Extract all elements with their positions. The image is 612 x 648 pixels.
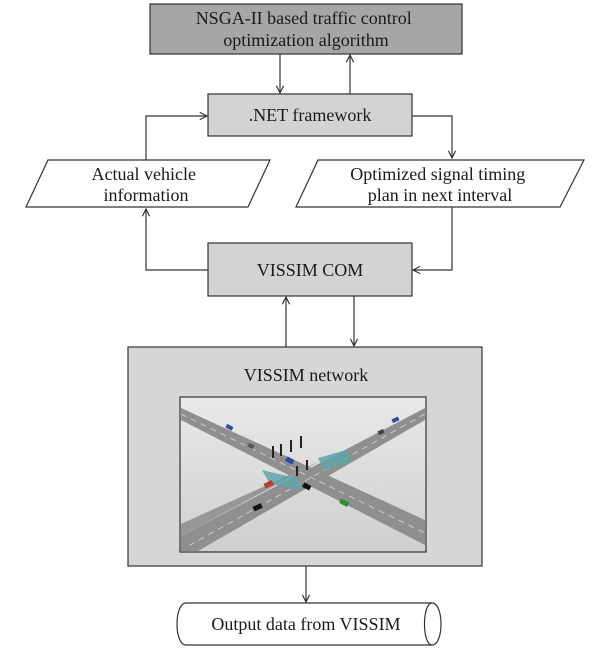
svg-text:Output data from VISSIM: Output data from VISSIM: [211, 614, 400, 634]
vissim-com-label: VISSIM COM: [257, 260, 364, 280]
algorithm-box-shape: [149, 3, 463, 55]
output-data-label: Output data from VISSIM: [211, 614, 400, 634]
svg-text:.NET framework: .NET framework: [249, 105, 372, 125]
algorithm-box: NSGA-II based traffic control optimizati…: [149, 3, 463, 55]
actual-info-line-1: Actual vehicle: [92, 164, 196, 184]
svg-text:VISSIM network: VISSIM network: [244, 365, 369, 385]
svg-text:Actual vehicle informati: Actual vehicle information: [92, 164, 201, 205]
vissim-network-label: VISSIM network: [244, 365, 369, 385]
svg-text:Optimized signal timing: Optimized signal timing plan in next int…: [350, 164, 529, 205]
signal-plan-box: Optimized signal timing plan in next int…: [295, 159, 585, 208]
signal-plan-line-1: Optimized signal timing: [350, 164, 525, 184]
arrow-vissim-com-to-actual-info: [146, 209, 208, 271]
arrow-signal-plan-to-vissim-com: [413, 207, 453, 270]
algorithm-label-line-2: optimization algorithm: [223, 30, 388, 50]
actual-info-box: Actual vehicle information: [25, 159, 271, 208]
svg-text:VISSIM COM: VISSIM COM: [257, 260, 364, 280]
output-data-box: Output data from VISSIM: [176, 602, 442, 646]
framework-label: .NET framework: [249, 105, 372, 125]
signal-plan-shape: [295, 159, 585, 208]
vissim-network-box: VISSIM network: [127, 346, 483, 567]
actual-info-line-2: information: [104, 185, 189, 205]
actual-info-shape: [25, 159, 271, 208]
svg-text:NSGA-II based traffic control: NSGA-II based traffic control optimizati…: [196, 8, 417, 50]
vissim-com-box: VISSIM COM: [207, 242, 413, 297]
vissim-com-shape: [207, 242, 413, 297]
signal-plan-line-2: plan in next interval: [368, 185, 512, 205]
arrow-framework-to-signal-plan: [412, 115, 452, 158]
algorithm-label-line-1: NSGA-II based traffic control: [196, 8, 412, 28]
intersection-simulation-image: [179, 396, 427, 553]
arrow-actual-info-to-framework: [145, 116, 207, 160]
framework-box-shape: [207, 93, 413, 137]
framework-box: .NET framework: [207, 93, 413, 137]
